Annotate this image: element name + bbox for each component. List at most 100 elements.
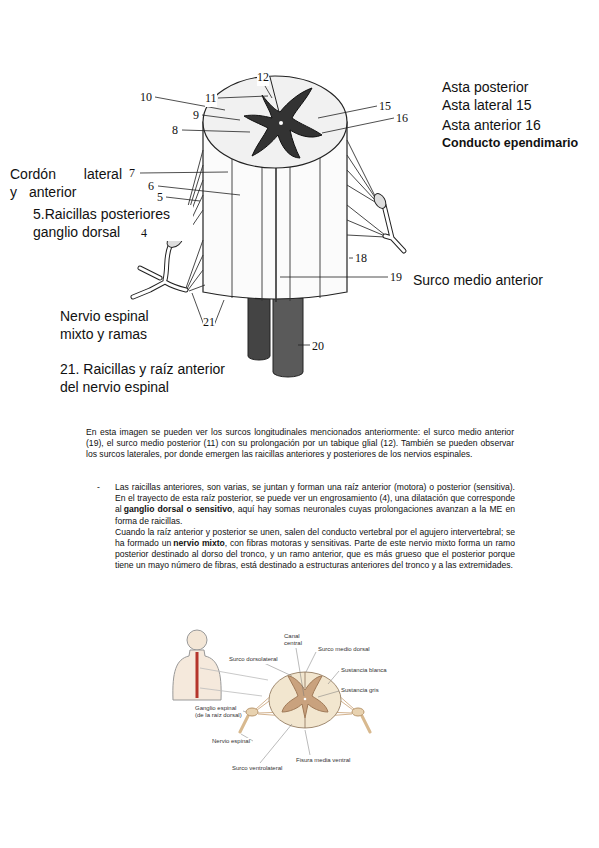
- column-line: [232, 159, 233, 298]
- part-label: Asta posterior: [442, 78, 528, 96]
- figure-label: Canal central: [284, 633, 308, 647]
- callout-number: 7: [129, 166, 135, 182]
- figure-label: Ganglio espinal (de la raíz dorsal): [195, 705, 243, 719]
- body-text: ganglio dorsal o sensitivo: [124, 504, 232, 514]
- callout-number: 18: [355, 251, 367, 267]
- leader-line: [218, 96, 268, 98]
- nerve-outline: [133, 246, 186, 297]
- figure-label: Surco dorsolateral: [229, 656, 278, 664]
- grey-matter: [244, 88, 322, 158]
- figure-label: Sustancia gris: [341, 687, 379, 695]
- leader-line: [243, 711, 246, 712]
- leader-line: [322, 118, 394, 133]
- figure-label: Fisura media ventral: [296, 757, 350, 765]
- callout-number: 21: [203, 315, 215, 331]
- part-label: 21. Raicillas y raíz anterior del nervio…: [60, 360, 240, 396]
- dorsal-ganglion: [372, 192, 389, 211]
- leader-line: [202, 115, 240, 120]
- figure-label: Surco medio dorsal: [318, 646, 370, 654]
- callout-number: 6: [148, 179, 154, 195]
- bullet: -: [97, 482, 100, 493]
- callout-number: 20: [312, 339, 324, 355]
- leader-line: [298, 345, 310, 346]
- rootlet: [347, 170, 375, 200]
- median-fissure: [275, 168, 277, 302]
- leader-line: [260, 724, 292, 763]
- right-nerve: [384, 205, 404, 251]
- leader-line: [318, 106, 377, 118]
- nerve-outline: [384, 205, 404, 251]
- callout-number: 8: [172, 123, 178, 139]
- rootlet: [347, 185, 375, 202]
- figure-label: Nervio espinal: [212, 738, 250, 746]
- rootlet: [347, 205, 385, 235]
- part-label: Asta lateral 15: [442, 96, 532, 114]
- leader-line: [158, 186, 240, 195]
- left-nerve: [133, 246, 186, 297]
- callout-number: 19: [390, 270, 402, 286]
- callout-number: 16: [396, 111, 408, 127]
- part-label: Nervio espinal mixto y ramas: [60, 307, 165, 343]
- paragraph: En esta imagen se pueden ver los surcos …: [86, 427, 514, 461]
- part-label: 5.Raicillas posteriores ganglio dorsal: [33, 205, 193, 241]
- rootlet: [347, 155, 376, 199]
- spinal-ganglion: [246, 708, 258, 716]
- figure-leaders: [241, 648, 339, 763]
- leader-line: [306, 652, 316, 672]
- part-label: Asta anterior 16: [442, 116, 541, 134]
- cord-columns: [232, 158, 320, 302]
- central-canal: [279, 121, 283, 125]
- leader-line: [349, 258, 353, 259]
- body-text: nervio mixto: [173, 538, 224, 548]
- column-line: [290, 167, 291, 301]
- figure-label: Surco ventrolateral: [232, 765, 282, 773]
- body-head: [187, 630, 207, 650]
- canal-small: [304, 698, 307, 701]
- leader-line: [318, 691, 339, 697]
- callout-number: 9: [193, 108, 199, 124]
- rootlet: [347, 220, 385, 236]
- rootlet: [347, 140, 376, 198]
- nerve-fill: [384, 205, 404, 251]
- median-sulci: [305, 672, 306, 728]
- leader-line: [328, 671, 339, 684]
- callout-number: 12: [257, 70, 269, 86]
- part-label: Conducto ependimario: [442, 135, 578, 151]
- leader-line: [264, 663, 292, 676]
- root-stub: [248, 296, 270, 360]
- callout-number: 15: [379, 99, 391, 115]
- nerve-fill: [133, 246, 186, 297]
- right-rootlets: [347, 140, 385, 237]
- paragraph: Las raicillas anteriores, son varias, se…: [115, 482, 515, 527]
- white-matter: [269, 672, 341, 728]
- part-label: Surco medio anterior: [413, 271, 543, 289]
- callout-number: 11: [205, 91, 217, 107]
- leader-line: [140, 172, 228, 173]
- callout-number: 10: [140, 90, 152, 106]
- callout-number: 4: [141, 226, 147, 242]
- glial-septum: [270, 77, 279, 112]
- leader-line: [296, 648, 304, 696]
- zoom-line: [200, 668, 268, 680]
- rootlet: [347, 235, 385, 237]
- leader-line: [182, 130, 250, 132]
- cord-section: [203, 76, 347, 168]
- rootlet: [187, 255, 203, 289]
- rootlet: [189, 285, 205, 291]
- body-torso: [173, 650, 221, 700]
- figure-label: Sustancia blanca: [341, 667, 387, 675]
- part-label: Cordón lateral y anterior: [10, 165, 122, 201]
- paragraph: Cuando la raíz anterior y posterior se u…: [115, 527, 515, 572]
- spine: [196, 652, 199, 698]
- leader-line: [305, 730, 310, 755]
- column-line: [262, 167, 263, 301]
- list-item: Las raicillas anteriores, son varias, se…: [115, 482, 515, 571]
- zoom-line: [200, 688, 262, 696]
- leader-line: [280, 277, 388, 278]
- root-stub: [273, 298, 303, 377]
- leader-line: [166, 197, 200, 201]
- body-text: En esta imagen se pueden ver los surcos …: [86, 427, 514, 459]
- spinal-ganglion: [352, 708, 364, 716]
- zoom-lines: [200, 668, 268, 696]
